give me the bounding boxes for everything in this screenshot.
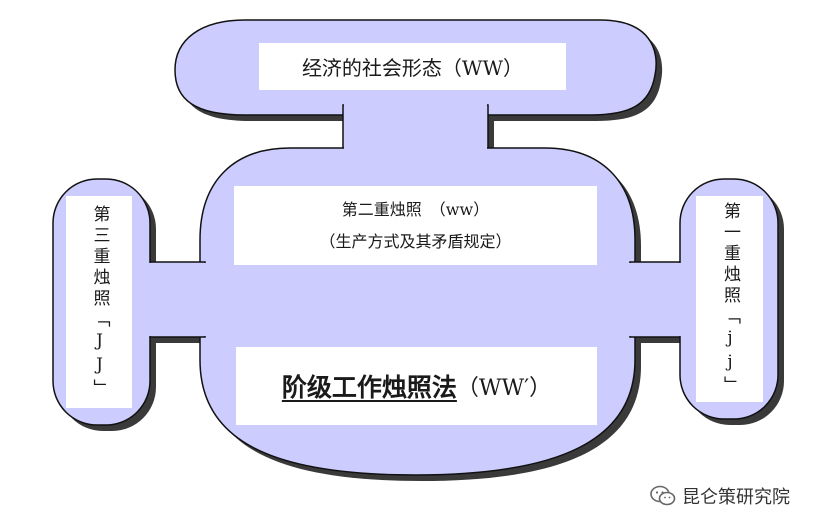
method-box: 阶级工作烛照法 （WW′） xyxy=(236,347,597,425)
wechat-icon xyxy=(650,485,676,506)
right-arm-joint xyxy=(627,263,683,336)
second-illumination-title: 第二重烛照 （ww） xyxy=(341,199,490,219)
first-illumination-box: 第一重烛照「jj」 xyxy=(696,196,763,402)
watermark: 昆仑策研究院 xyxy=(650,484,790,508)
first-illumination-label: 第一重烛照「jj」 xyxy=(720,201,740,397)
method-name: 阶级工作烛照法 xyxy=(281,373,457,402)
second-illumination-box: 第二重烛照 （ww） （生产方式及其矛盾规定） xyxy=(234,186,597,265)
top-label: 经济的社会形态（WW） xyxy=(301,56,524,80)
neck-joint xyxy=(344,103,487,157)
third-illumination-label: 第三重烛照「JJ」 xyxy=(89,204,110,400)
method-suffix: （WW′） xyxy=(456,376,552,401)
second-illumination-subtitle: （生产方式及其矛盾规定） xyxy=(319,231,512,251)
third-illumination-box: 第三重烛照「JJ」 xyxy=(66,196,132,408)
left-arm-joint xyxy=(148,263,208,336)
top-label-box: 经济的社会形态（WW） xyxy=(259,43,566,90)
watermark-text: 昆仑策研究院 xyxy=(682,487,790,508)
